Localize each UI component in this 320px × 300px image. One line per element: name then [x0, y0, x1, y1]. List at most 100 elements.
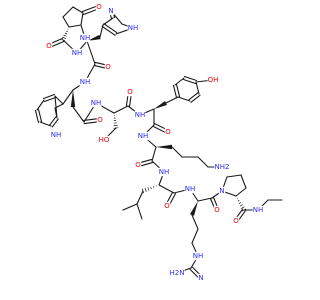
atom-label-background [50, 130, 62, 140]
atom-label-o-his-amide: O [105, 63, 111, 71]
atom-label-background [126, 87, 134, 97]
hash-stroke [239, 204, 243, 207]
bond [122, 203, 138, 211]
atom-label-background [79, 77, 91, 87]
atom-label-background [158, 167, 170, 177]
hashed-bond [113, 115, 119, 129]
atom-label-background [169, 268, 185, 278]
atom-label-background [184, 184, 196, 194]
atom-label-background [104, 62, 112, 72]
bond [226, 174, 242, 178]
atom-label-o-lys-amide: O [135, 161, 141, 169]
atom-label-nh-ser: NH [91, 99, 102, 107]
atom-label-h2n-guan: H2N [170, 269, 185, 277]
atom-label-background [214, 162, 230, 172]
atom-label-nh-trp-backbone: NH [80, 78, 91, 86]
double-bond [34, 109, 39, 123]
double-bond [190, 94, 201, 103]
atom-label-nh-imid: NH [128, 24, 139, 32]
atom-label-background [90, 98, 102, 108]
bond [191, 214, 199, 230]
double-bond [43, 96, 57, 103]
hash-stroke [147, 187, 150, 191]
atom-label-oh-tyr: OH [208, 76, 219, 84]
atom-label-background [134, 110, 146, 120]
double-bond [101, 25, 116, 36]
double-bond [182, 78, 197, 85]
double-bond [188, 92, 199, 101]
atom-label-o-leu-amide: O [164, 202, 170, 210]
hash-stroke [64, 32, 68, 35]
hash-stroke [62, 36, 66, 39]
atom-label-o-pro-amide: O [233, 217, 239, 225]
atom-label-o-tyr-amide: O [165, 128, 171, 136]
atom-label-background [107, 6, 115, 16]
double-bond [176, 84, 181, 98]
atom-label-background [218, 186, 226, 196]
atom-label-nh-ethyl: NH [253, 206, 264, 214]
bond [62, 16, 70, 28]
atom-label-o-pyro: O [96, 3, 102, 11]
bond [158, 184, 175, 194]
wedge-bond [87, 34, 101, 41]
bond [54, 95, 64, 105]
atom-label-n-imid: N [108, 7, 113, 15]
bond [171, 146, 183, 158]
bond [197, 197, 213, 202]
hash-stroke [153, 186, 155, 188]
bond [54, 107, 58, 119]
atom-label-background [213, 205, 221, 215]
hash-stroke [66, 30, 68, 32]
atom-label-nh-guan: NH [193, 252, 204, 260]
wedge-bond [156, 144, 172, 150]
atom-label-nh2-guan: N [198, 274, 203, 282]
atom-label-background [207, 75, 219, 85]
bond [54, 103, 64, 109]
double-bond [42, 93, 56, 100]
atom-label-nh-tyr: NH [135, 111, 146, 119]
atom-label-background [95, 2, 103, 12]
double-bond [81, 4, 99, 13]
double-bond [183, 75, 198, 82]
atom-label-o-trp-amide: O [97, 116, 103, 124]
atom-label-nh2-lys: NH2 [215, 163, 230, 171]
double-bond [103, 23, 118, 34]
bond [72, 106, 85, 123]
hash-stroke [63, 34, 67, 37]
double-bond [49, 116, 57, 126]
bond [165, 96, 179, 104]
bond [72, 6, 84, 14]
atom-label-nh-leu: NH [159, 168, 170, 176]
bond [235, 187, 247, 197]
atom-label-nh-lys: NH [138, 132, 149, 140]
atom-label-n-pro: N [219, 187, 224, 195]
atom-label-background [197, 273, 205, 283]
bond [86, 40, 96, 65]
hashed-bond [141, 185, 157, 194]
bond [177, 96, 191, 102]
hash-stroke [237, 199, 240, 202]
atom-label-background [137, 131, 149, 141]
bond [80, 12, 84, 26]
wedge-bond [70, 90, 76, 107]
bond [62, 6, 74, 18]
atom-label-oh-ser: HO [99, 136, 110, 144]
atom-label-nh-his: NH [72, 49, 83, 57]
bond [191, 228, 199, 244]
wedge-bond [189, 201, 198, 216]
hashed-bond [236, 197, 247, 212]
hash-stroke [113, 124, 118, 127]
atom-label-background [96, 115, 104, 125]
bond [136, 190, 144, 205]
atom-label-background [98, 135, 110, 145]
bond [240, 174, 247, 189]
hash-stroke [144, 188, 147, 192]
atom-label-background [232, 216, 240, 226]
bond [197, 156, 209, 168]
bond [36, 99, 45, 111]
double-bond [172, 84, 177, 98]
atom-label-background [252, 205, 264, 215]
atom-label-background [164, 127, 172, 137]
